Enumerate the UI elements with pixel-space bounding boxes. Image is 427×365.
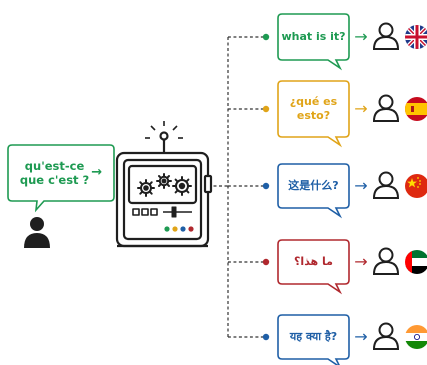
connector-dot <box>262 105 270 113</box>
machine-led <box>188 226 194 232</box>
spain-flag-icon <box>405 97 427 121</box>
machine-led <box>172 226 178 232</box>
bubble-text-arabic: ما هذا؟ <box>278 240 349 284</box>
arrow-right-icon: → <box>354 327 368 346</box>
bubble-text-hindi: यह क्या है? <box>278 315 349 359</box>
arrow-right-icon: → <box>91 164 103 180</box>
speech-bubble-arabic <box>277 239 350 295</box>
translation-row-arabic <box>277 239 400 295</box>
person-icon <box>372 247 400 275</box>
translation-row-hindi <box>277 314 400 365</box>
translation-text-line: 这是什么? <box>288 179 339 193</box>
gear-icon <box>172 176 192 196</box>
arrow-right-icon: → <box>354 252 368 271</box>
connector-dot <box>262 333 270 341</box>
speech-bubble-chinese <box>277 163 350 219</box>
gear-icon <box>156 173 172 189</box>
person-icon <box>372 94 400 122</box>
speech-bubble-spanish <box>277 80 350 148</box>
person-icon <box>372 171 400 199</box>
source-text-line-2: que c'est ? <box>19 173 90 187</box>
arrow-right-icon: → <box>354 99 368 118</box>
source-speech-bubble <box>7 144 115 213</box>
connector-dot <box>262 182 270 190</box>
gear-icon <box>137 179 155 197</box>
speech-bubble-hindi <box>277 314 350 365</box>
speech-bubble-english <box>277 13 350 71</box>
translation-text-line: यह क्या है? <box>289 330 338 344</box>
bubble-text-chinese: 这是什么? <box>278 164 349 208</box>
translation-row-chinese <box>277 163 400 219</box>
source-bubble-outline <box>7 144 115 213</box>
source-text-line-1: qu'est-ce <box>24 158 85 173</box>
india-flag-icon <box>405 325 427 349</box>
spark-line <box>172 125 178 131</box>
translation-row-spanish <box>277 80 400 148</box>
person-icon <box>372 22 400 50</box>
arrow-right-icon: → <box>354 27 368 46</box>
translation-text-line: ما هذا؟ <box>294 255 333 269</box>
uk-flag-icon <box>405 25 427 49</box>
source-person-icon <box>24 217 50 248</box>
translation-text-line: ¿qué es <box>289 95 338 109</box>
translation-row-english <box>277 13 400 71</box>
connector-dot <box>262 258 270 266</box>
connector-lines <box>208 33 270 341</box>
translation-text-line: what is it? <box>281 30 346 44</box>
china-flag-icon <box>405 174 427 198</box>
translation-text-line: esto? <box>296 109 331 122</box>
person-icon <box>372 322 400 350</box>
uae-flag-icon <box>405 250 427 274</box>
arrow-right-icon: → <box>354 176 368 195</box>
spark-line <box>150 125 156 131</box>
machine-led <box>164 226 170 232</box>
machine-led <box>180 226 186 232</box>
source-bubble-text: qu'est-ce que c'est ? → <box>8 145 114 201</box>
translation-machine-icon <box>115 121 213 248</box>
bubble-text-english: what is it? <box>278 14 349 60</box>
connector-dot <box>262 33 270 41</box>
